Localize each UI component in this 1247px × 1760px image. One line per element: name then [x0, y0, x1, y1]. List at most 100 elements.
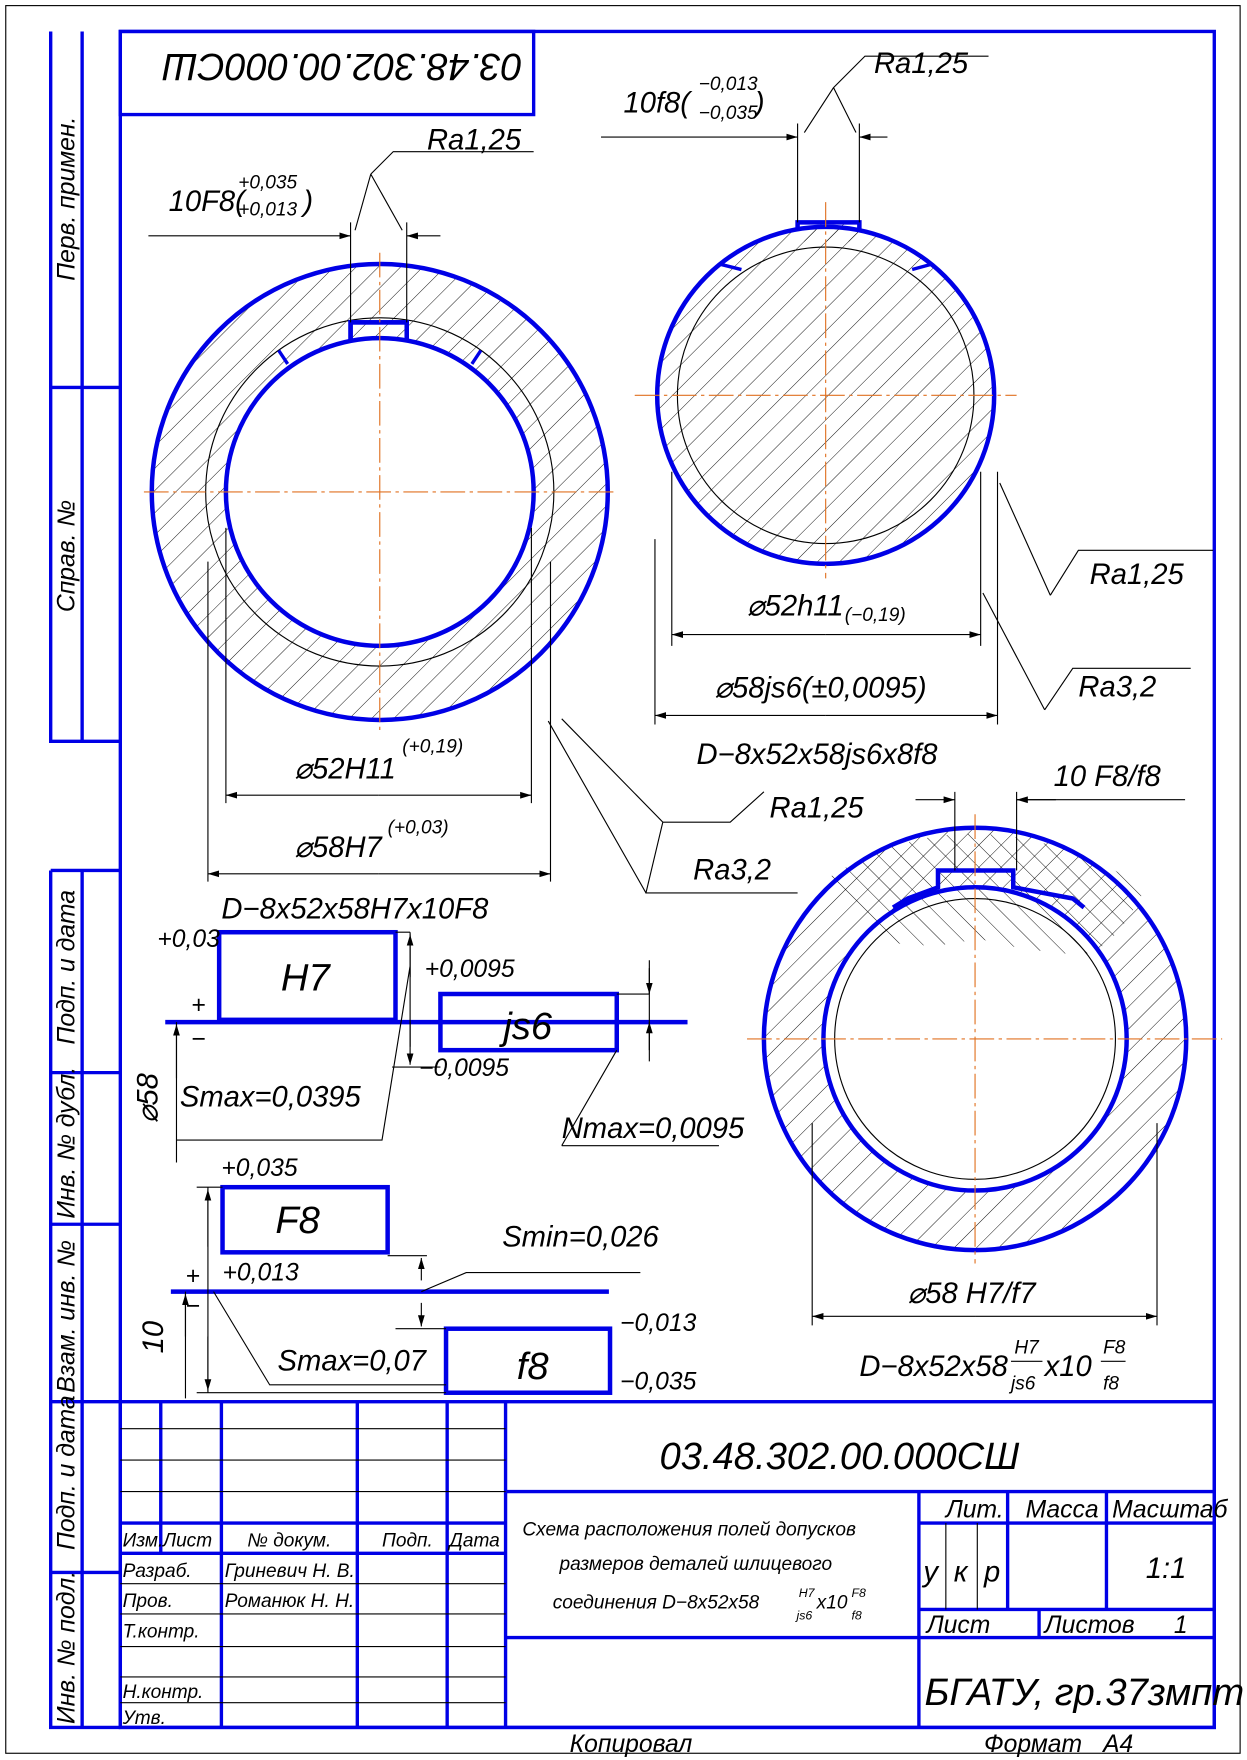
lit-value-k: к — [954, 1556, 969, 1588]
sheet-border — [5, 5, 1241, 1754]
lit-value-r: р — [983, 1556, 1000, 1588]
d58-smax: Smax=0,0395 — [180, 1081, 362, 1113]
title-x10: x10 — [816, 1592, 848, 1613]
side-label-inv-podl: Инв. № подл. — [53, 1571, 80, 1724]
d58-shaft-lower: −0,0095 — [419, 1055, 509, 1082]
shaft-d52-dimension: ⌀52h11 — [747, 590, 844, 622]
name-checker: Романюк Н. Н. — [225, 1591, 354, 1612]
side-label-sprav-no: Справ. № — [53, 500, 80, 612]
mass-label: Масса — [1026, 1496, 1099, 1523]
d58-hole-label: H7 — [281, 957, 332, 1000]
d58-nominal: ⌀58 — [132, 1072, 164, 1123]
title-frac1-den: js6 — [794, 1609, 812, 1623]
b10-shaft-lower: −0,035 — [620, 1368, 696, 1395]
b10-smax: Smax=0,07 — [278, 1345, 428, 1377]
shaft-roughness-2: Ra3,2 — [1078, 671, 1156, 703]
side-label-vzam-inv: Взам. инв. № — [53, 1240, 80, 1393]
title-frac1-num: H7 — [799, 1586, 816, 1600]
shaft-key-roughness: Ra1,25 — [874, 48, 969, 80]
header-sign: Подп. — [382, 1531, 433, 1552]
title-line-2: размеров деталей шлицевого — [558, 1554, 832, 1575]
side-label-perv-primen: Перв. примен. — [53, 117, 80, 281]
assembly-frac1-num: H7 — [1014, 1337, 1040, 1358]
hub-d52-tolerance: (+0,19) — [402, 737, 463, 758]
sheet-label: Лист — [925, 1612, 991, 1639]
b10-hole-upper: +0,035 — [221, 1155, 297, 1182]
d58-hole-upper: +0,03 — [157, 926, 220, 953]
organization: БГАТУ, гр.37змпт — [925, 1671, 1245, 1714]
sheets-value: 1 — [1174, 1612, 1188, 1639]
b10-shaft-upper: −0,013 — [620, 1310, 696, 1337]
shaft-section — [601, 55, 1214, 725]
shaft-d52-tolerance: (−0,19) — [845, 605, 906, 626]
scale-label: Масштаб — [1112, 1496, 1228, 1523]
side-label-podp-data-1: Подп. и дата — [53, 890, 80, 1045]
assembly-frac1-den: js6 — [1008, 1373, 1036, 1394]
d58-plus-sign: + — [191, 992, 205, 1019]
b10-shaft-label: f8 — [517, 1345, 549, 1388]
assembly-designation: D−8x52x58 H7 js6 x10 F8 f8 — [859, 1337, 1125, 1394]
hub-keyway-fit: 10F8( — [169, 186, 249, 218]
shaft-d58-dimension: ⌀58js6(±0,0095) — [714, 672, 926, 704]
inverted-designation: 03.48.302.00.000СШ — [162, 45, 523, 88]
header-izm: Изм. — [123, 1531, 164, 1552]
side-strip: Перв. примен. Справ. № Подп. и дата Инв.… — [49, 31, 121, 1730]
role-utv: Утв. — [122, 1708, 166, 1729]
side-label-inv-dubl: Инв. № дубл. — [53, 1067, 80, 1219]
role-t-kontr: Т.контр. — [123, 1622, 200, 1643]
b10-hole-lower: +0,013 — [223, 1259, 299, 1286]
scale-value: 1:1 — [1146, 1553, 1187, 1585]
shaft-key-fit: 10f8( — [624, 87, 694, 119]
title-block — [118, 1400, 1216, 1730]
b10-nominal: 10 — [138, 1321, 170, 1353]
hub-keyway-roughness: Ra1,25 — [427, 124, 522, 156]
shaft-roughness-1: Ra1,25 — [1090, 559, 1185, 591]
name-developer: Гриневич Н. В. — [225, 1561, 355, 1582]
header-doc: № докум. — [247, 1531, 331, 1552]
lit-value-u: у — [921, 1556, 940, 1588]
title-frac2-den: f8 — [852, 1609, 862, 1623]
assembly-key-fit: 10 F8/f8 — [1054, 761, 1162, 793]
copied-label: Копировал — [570, 1731, 693, 1758]
assembly-x10: x10 — [1043, 1351, 1092, 1383]
hub-keyway-lower: +0,013 — [238, 200, 297, 221]
lit-label: Лит. — [944, 1496, 1004, 1523]
assembly-designation-base: D−8x52x58 — [859, 1351, 1008, 1383]
d58-minus-sign: − — [191, 1026, 205, 1053]
side-label-podp-data-2: Подп. и дата — [53, 1395, 80, 1550]
shaft-key-close: ) — [752, 87, 765, 119]
assembly-d58-fit: ⌀58 H7/f7 — [908, 1278, 1038, 1310]
hub-section — [143, 151, 798, 894]
assembly-frac2-num: F8 — [1103, 1337, 1126, 1358]
role-razrab: Разраб. — [123, 1561, 192, 1582]
hub-roughness-2: Ra3,2 — [693, 854, 771, 886]
hub-d58-dimension: ⌀58H7 — [294, 832, 383, 864]
role-prov: Пров. — [123, 1591, 173, 1612]
format-label: Формат — [984, 1731, 1082, 1758]
hub-d52-dimension: ⌀52H11 — [294, 753, 395, 785]
shaft-key-upper: −0,013 — [699, 74, 758, 95]
tolerance-diagram-d58 — [165, 929, 719, 1163]
stamp-designation: 03.48.302.00.000СШ — [659, 1435, 1020, 1478]
title-frac2-num: F8 — [852, 1586, 867, 1600]
hub-designation: D−8x52x58H7x10F8 — [221, 894, 489, 926]
sheets-label: Листов — [1043, 1612, 1135, 1639]
b10-minus-sign: − — [185, 1293, 199, 1320]
hub-d58-tolerance: (+0,03) — [388, 817, 449, 838]
header-list: Лист — [161, 1531, 212, 1552]
header-date: Дата — [447, 1531, 499, 1552]
d58-shaft-label: js6 — [498, 1005, 553, 1048]
d58-nmax: Nmax=0,0095 — [562, 1113, 745, 1145]
shaft-key-lower: −0,035 — [699, 103, 758, 124]
hub-roughness-1: Ra1,25 — [770, 793, 865, 825]
b10-hole-label: F8 — [275, 1199, 320, 1242]
assembly-frac2-den: f8 — [1103, 1373, 1119, 1394]
shaft-designation: D−8x52x58js6x8f8 — [697, 739, 939, 771]
hub-keyway-close: ) — [300, 186, 313, 218]
tolerance-diagram-b10 — [170, 1184, 641, 1399]
b10-plus-sign: + — [185, 1263, 199, 1290]
format-value: А4 — [1101, 1731, 1133, 1758]
title-line-1: Схема расположения полей допусков — [522, 1519, 856, 1540]
d58-shaft-upper: +0,0095 — [425, 956, 515, 983]
